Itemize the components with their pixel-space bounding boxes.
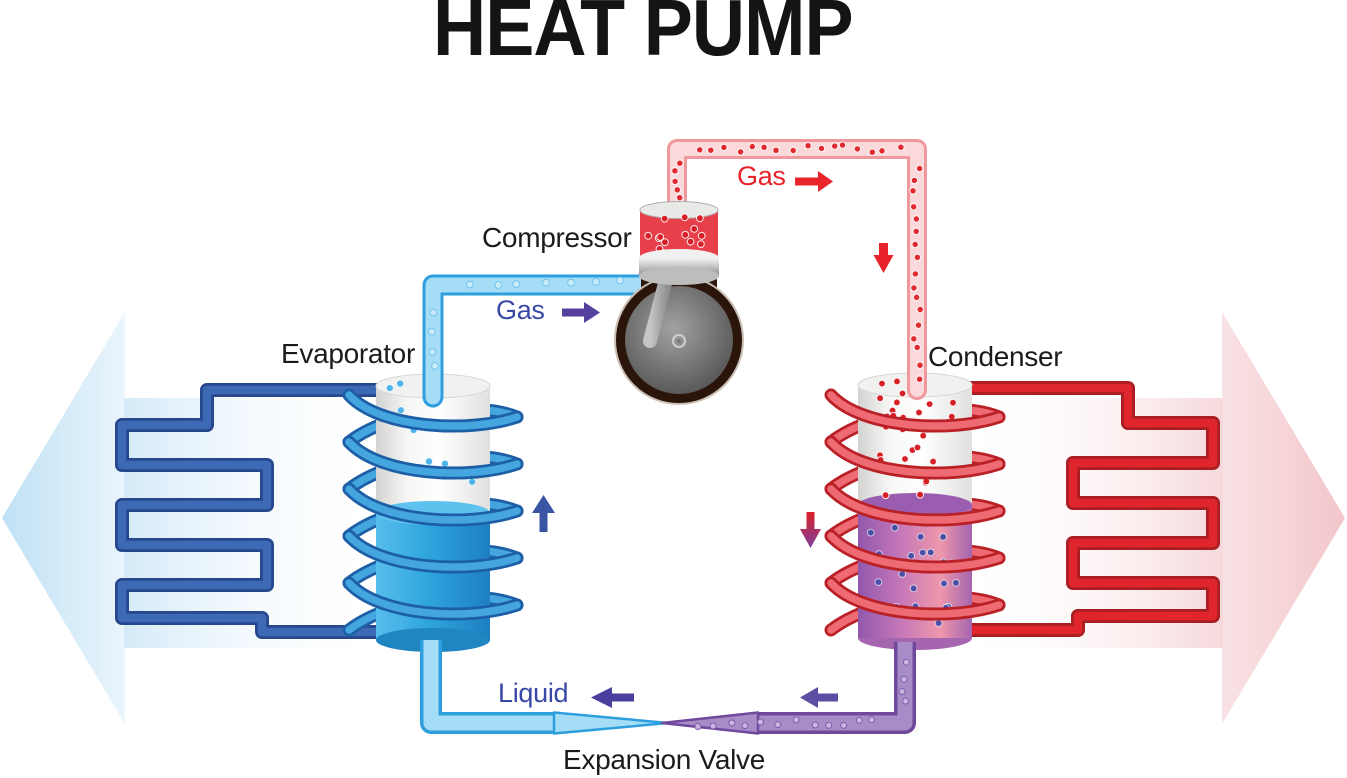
condenser-down-arrow-icon [873,243,894,273]
liquid-return-pipe [420,640,556,734]
liquid-flow-label: Liquid [498,678,569,708]
gas-cold-arrow-icon [562,302,600,323]
evaporator-serpentine-coil [115,383,442,639]
gas-hot-flow-label: Gas [737,161,786,191]
condenser-coil-front [824,388,1006,621]
condenser-serpentine-coil [943,381,1220,637]
gas-cold-flow-label: Gas [496,295,545,325]
evaporator-coil-front [342,388,524,621]
ambient-cold-arrow [2,312,392,724]
condenser-label: Condenser [928,341,1063,372]
evaporator-up-arrow-icon [532,495,555,532]
drain-pipe-bubbles [694,658,910,730]
condenser-drain-pipe [756,642,916,734]
suction-gas-pipe [422,274,657,408]
suction-pipe-bubbles [427,276,624,370]
evaporator-label: Evaporator [281,338,415,369]
compressor-label: Compressor [482,222,632,253]
condensing-down-arrow-icon [800,512,821,548]
diagram-title: HEAT PUMP [433,0,854,72]
expansion-valve-cold-taper [552,711,670,735]
liquid-arrow-icon [591,687,634,708]
discharge-pipe-dots [671,141,924,383]
flywheel-hub [672,334,686,348]
compressor-unit [614,201,744,405]
expansion-valve-label: Expansion Valve [563,744,766,775]
gas-hot-arrow-icon [795,171,833,192]
drain-flow-arrow-icon [800,687,838,708]
ambient-hot-arrow [955,312,1345,724]
